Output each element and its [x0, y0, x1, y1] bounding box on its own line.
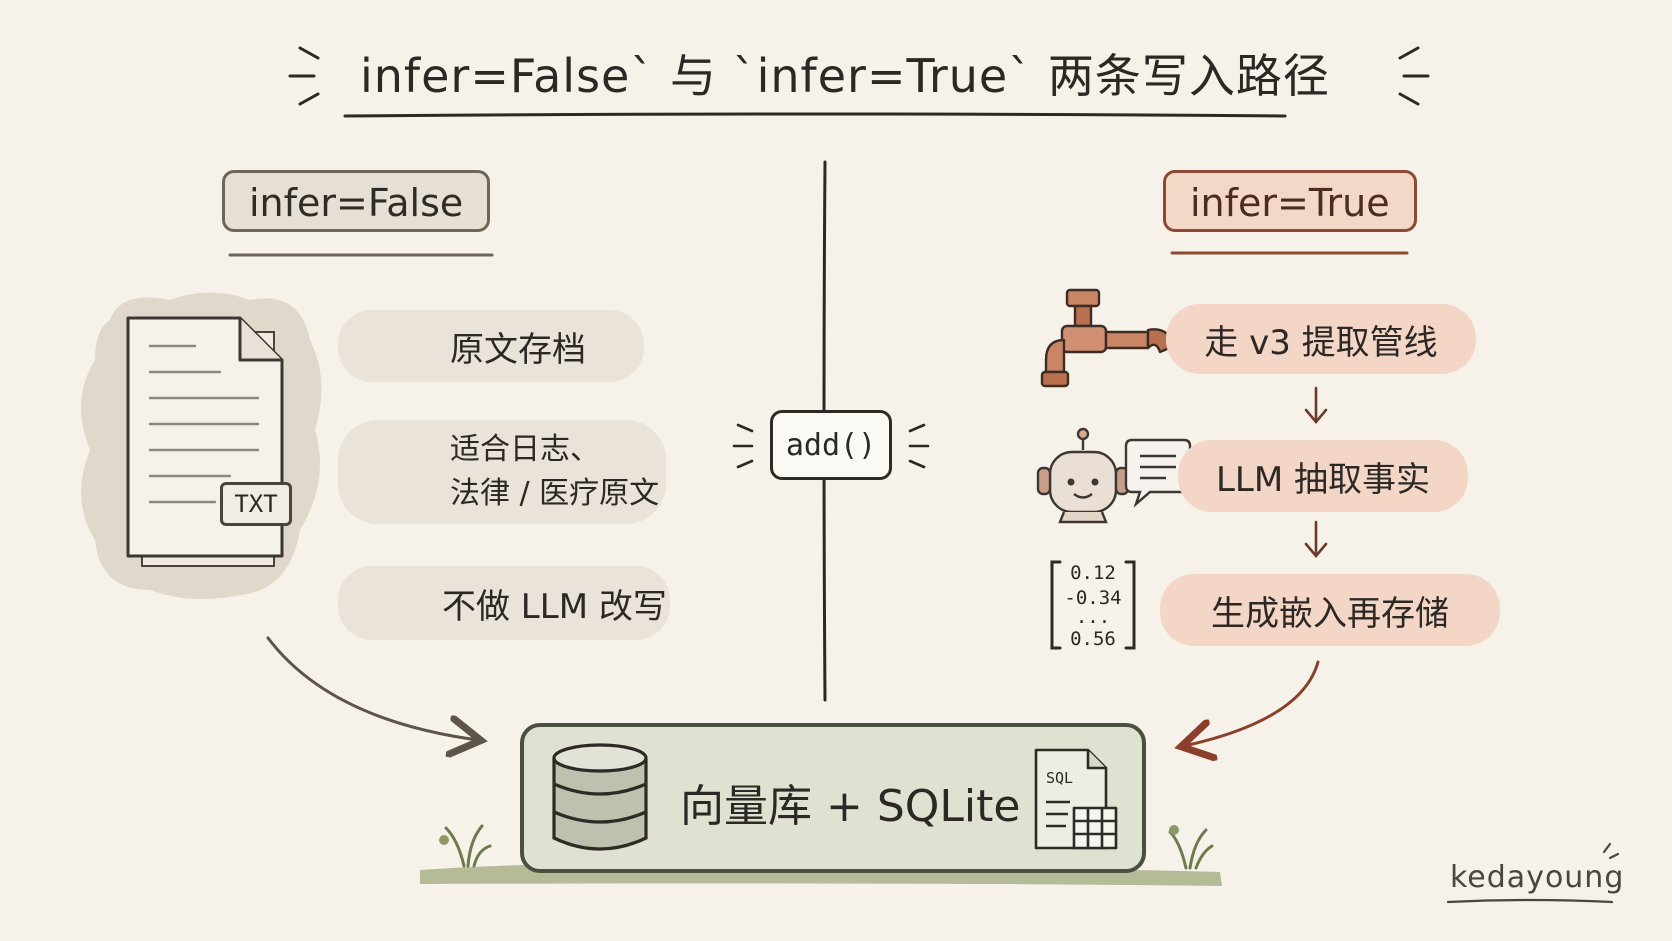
- right-step-extract-label: LLM 抽取事实: [1215, 459, 1431, 500]
- right-arrow-to-storage: [1184, 660, 1320, 746]
- faucet-pipe-icon: [1040, 288, 1176, 388]
- title-sparkle-right: [1398, 46, 1430, 106]
- down-arrow-2: [1304, 520, 1328, 559]
- vector-value-4: 0.56: [1070, 628, 1116, 650]
- left-item-suitable-line1: 适合日志、: [450, 432, 600, 467]
- infer-true-tag: infer=True: [1163, 170, 1417, 232]
- vector-value-3: ...: [1075, 606, 1111, 628]
- left-arrow-to-storage: [266, 636, 478, 740]
- grass-tuft-right: [1168, 825, 1214, 870]
- left-item-no-rewrite: 不做 LLM 改写: [338, 566, 670, 640]
- title-sparkle-left: [288, 46, 320, 106]
- title-underline: [343, 112, 1287, 118]
- robot-chat-icon: [1036, 427, 1192, 524]
- down-arrow-1: [1304, 386, 1328, 425]
- watermark-decoration: [1446, 842, 1620, 904]
- add-sparkle-right: [908, 423, 930, 469]
- vector-value-2: -0.34: [1064, 587, 1122, 609]
- left-item-archive-label: 原文存档: [450, 329, 586, 370]
- left-item-suitable-line2: 法律 / 医疗原文: [450, 476, 660, 511]
- infer-false-tag: infer=False: [222, 170, 491, 232]
- database-icon: [552, 743, 648, 851]
- left-item-archive: 原文存档: [338, 310, 644, 382]
- right-step-pipeline: 走 v3 提取管线: [1166, 304, 1476, 374]
- storage-label: 向量库 + SQLite: [680, 781, 1021, 832]
- left-item-suitable: 适合日志、 法律 / 医疗原文: [338, 420, 666, 524]
- author-watermark: kedayoung: [1450, 860, 1625, 895]
- sql-table-icon: [1034, 748, 1118, 850]
- text-document-icon: [126, 316, 284, 567]
- sql-badge-label: SQL: [1046, 769, 1074, 787]
- vector-value-1: 0.12: [1070, 562, 1116, 584]
- add-function-box: add(): [770, 410, 892, 480]
- vector-matrix-icon: [1050, 560, 1136, 650]
- grass-tuft-left: [439, 824, 492, 868]
- right-step-embed: 生成嵌入再存储: [1160, 574, 1500, 646]
- left-item-no-rewrite-label: 不做 LLM 改写: [442, 586, 667, 627]
- page-title: infer=False` 与 `infer=True` 两条写入路径: [360, 49, 1330, 103]
- txt-file-badge: TXT: [220, 482, 292, 526]
- right-step-embed-label: 生成嵌入再存储: [1211, 593, 1449, 634]
- add-sparkle-left: [732, 423, 754, 469]
- right-step-pipeline-label: 走 v3 提取管线: [1204, 322, 1438, 363]
- right-step-extract: LLM 抽取事实: [1178, 440, 1468, 512]
